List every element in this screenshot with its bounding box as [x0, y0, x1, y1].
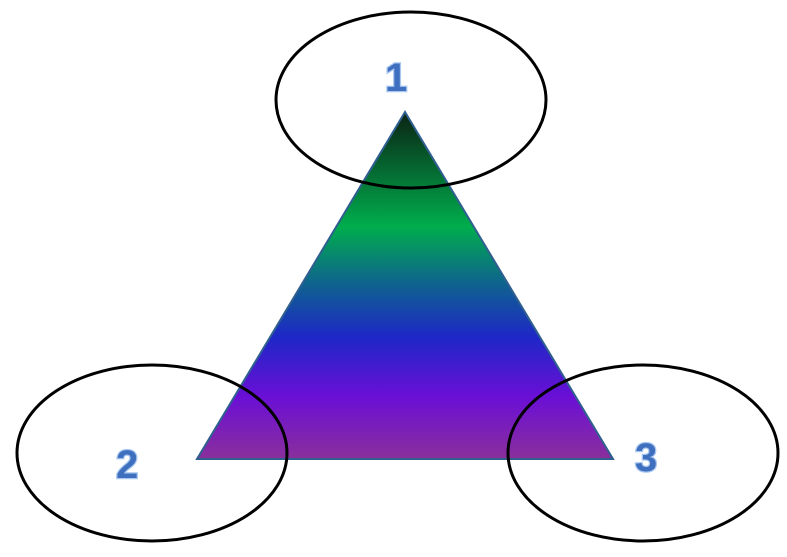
label-3: 3	[635, 436, 657, 480]
label-1: 1	[385, 56, 407, 100]
label-2: 2	[116, 443, 138, 487]
gradient-triangle	[195, 110, 615, 460]
bottom-right-vertex-ellipse	[506, 363, 780, 543]
top-vertex-ellipse	[274, 10, 548, 190]
bottom-left-vertex-ellipse	[15, 363, 289, 543]
